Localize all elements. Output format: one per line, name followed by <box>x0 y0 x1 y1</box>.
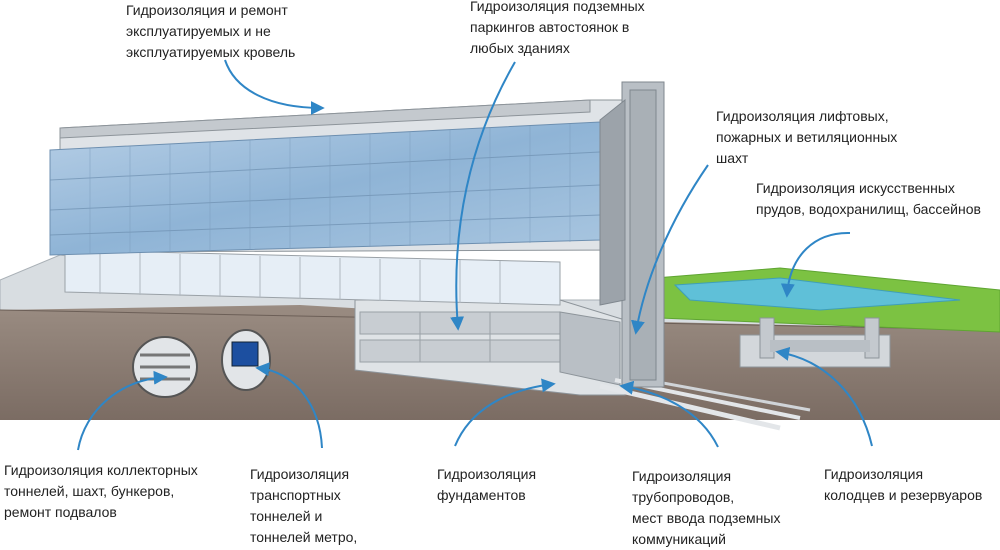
label-wells: Гидроизоляция колодцев и резервуаров <box>824 466 983 503</box>
arrow-wells <box>775 346 873 447</box>
reservoir <box>739 317 891 368</box>
arrow-foundations <box>454 378 556 447</box>
arrow-transport <box>255 362 323 449</box>
arrow-ponds <box>780 231 851 298</box>
label-roofs: Гидроизоляция и ремонт эксплуатируемых и… <box>126 2 296 60</box>
label-shafts: Гидроизоляция лифтовых, пожарных и ветил… <box>716 108 898 166</box>
arrow-shafts <box>631 164 709 335</box>
collector-tunnel <box>132 336 198 398</box>
callout-arrows <box>77 59 873 451</box>
label-transport: Гидроизоляция транспортных тоннелей и то… <box>250 466 358 545</box>
glass-facade <box>49 121 601 256</box>
metro-tunnel <box>221 329 271 391</box>
arrow-pipelines <box>619 380 719 448</box>
arrow-collector <box>77 370 168 451</box>
arrow-roofs <box>224 59 325 115</box>
label-collector: Гидроизоляция коллекторных тоннелей, шах… <box>4 462 198 520</box>
label-pipelines: Гидроизоляция трубопроводов, мест ввода … <box>632 468 781 547</box>
pond-area <box>654 267 1000 333</box>
label-foundations: Гидроизоляция фундаментов <box>437 466 537 503</box>
underground-parking <box>354 299 626 396</box>
label-ponds: Гидроизоляция искусственных прудов, водо… <box>756 180 981 217</box>
building-ground-floor <box>64 249 561 306</box>
label-parking: Гидроизоляция подземных паркингов автост… <box>470 0 645 56</box>
arrow-parking <box>450 61 516 331</box>
